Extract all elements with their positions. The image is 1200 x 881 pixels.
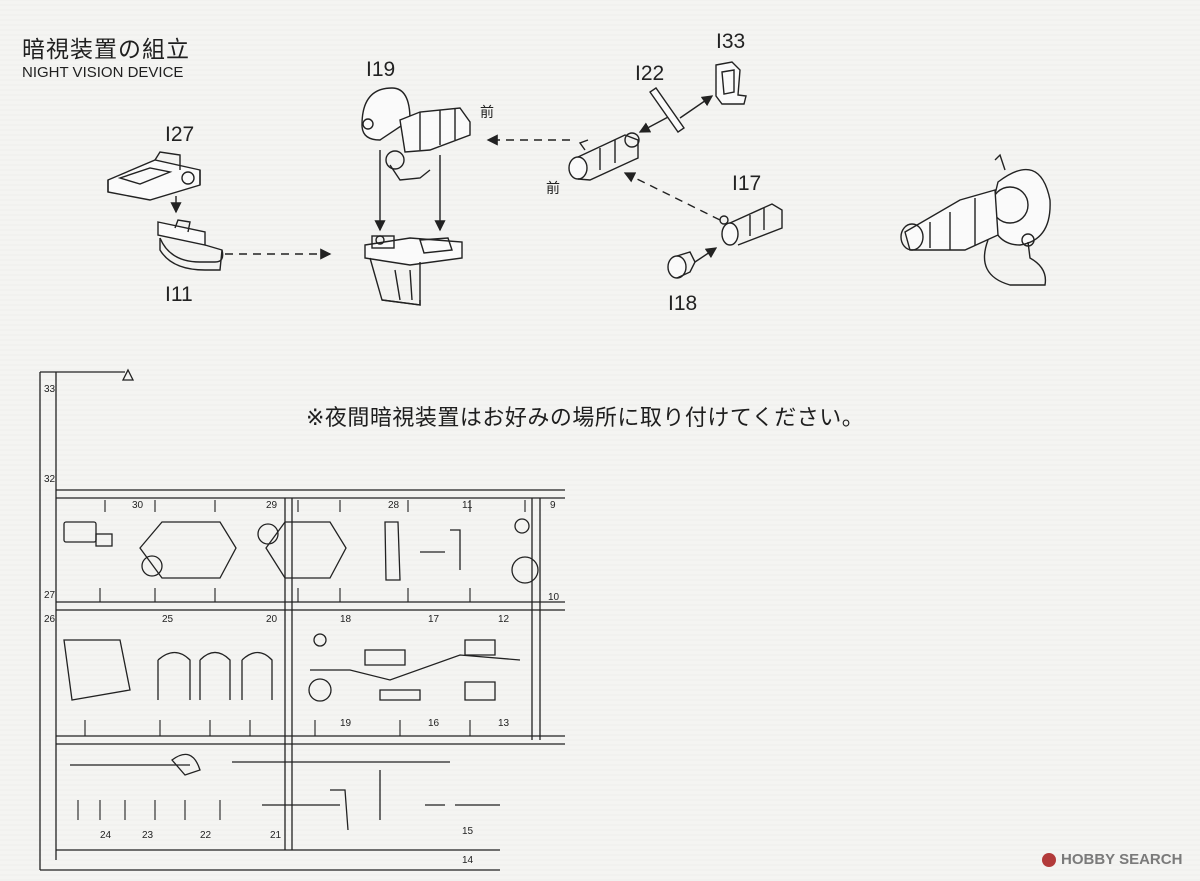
part-label-i17: I17 xyxy=(732,172,762,195)
part-label-i27: I27 xyxy=(165,123,195,146)
front-mark-scope: 前 xyxy=(546,181,560,197)
sprue-number: 26 xyxy=(44,614,56,625)
part-i11-drawing xyxy=(157,219,224,271)
sprue-number: 20 xyxy=(266,614,278,625)
sprue-number: 13 xyxy=(498,718,510,729)
part-i33-drawing xyxy=(715,61,747,105)
sprue-number: 33 xyxy=(44,384,56,395)
part-i22-drawing xyxy=(649,87,685,133)
placement-note: ※夜間暗視装置はお好みの場所に取り付けてください。 xyxy=(306,406,865,431)
watermark-text: HOBBY SEARCH xyxy=(1061,851,1183,868)
sprue-number: 12 xyxy=(498,614,510,625)
sprue-number: 9 xyxy=(550,500,556,511)
scope-assembly-drawing xyxy=(568,132,640,181)
sprue-number: 16 xyxy=(428,718,440,729)
sprue-number: 11 xyxy=(462,500,473,511)
part-i17-drawing xyxy=(719,203,783,246)
watermark: HOBBY SEARCH xyxy=(1042,851,1182,868)
sprue-number: 27 xyxy=(44,590,56,601)
sprue-number: 17 xyxy=(428,614,440,625)
page-title: 暗視装置の組立 xyxy=(22,37,190,63)
sprue-number: 22 xyxy=(200,830,212,841)
part-label-i19: I19 xyxy=(366,58,396,81)
base-assembly-drawing xyxy=(364,235,463,306)
sprue-number: 18 xyxy=(340,614,352,625)
sprue-number: 15 xyxy=(462,826,474,837)
completed-device-drawing xyxy=(900,153,1051,286)
sprue-number: 32 xyxy=(44,474,56,485)
sprue-number: 19 xyxy=(340,718,352,729)
part-i27-drawing xyxy=(107,151,201,201)
part-i19-drawing xyxy=(361,87,471,181)
sprue-number: 30 xyxy=(132,500,144,511)
part-label-i33: I33 xyxy=(716,30,746,53)
part-label-i18: I18 xyxy=(668,292,698,315)
part-label-i22: I22 xyxy=(635,62,665,85)
hobby-search-logo-icon xyxy=(1042,852,1056,867)
sprue-number: 23 xyxy=(142,830,154,841)
sprue-number: 25 xyxy=(162,614,174,625)
sprue-number: 14 xyxy=(462,855,474,866)
sprue-number: 21 xyxy=(270,830,282,841)
sprue-number: 28 xyxy=(388,500,400,511)
sprue-number: 10 xyxy=(548,592,560,603)
sprue-number: 29 xyxy=(266,500,278,511)
part-label-i11: I11 xyxy=(165,283,193,306)
part-i18-drawing xyxy=(667,251,696,279)
front-mark-i19: 前 xyxy=(480,105,494,121)
sprue-frame-drawing xyxy=(39,368,565,871)
sprue-number: 24 xyxy=(100,830,112,841)
page-subtitle: NIGHT VISION DEVICE xyxy=(22,64,184,81)
